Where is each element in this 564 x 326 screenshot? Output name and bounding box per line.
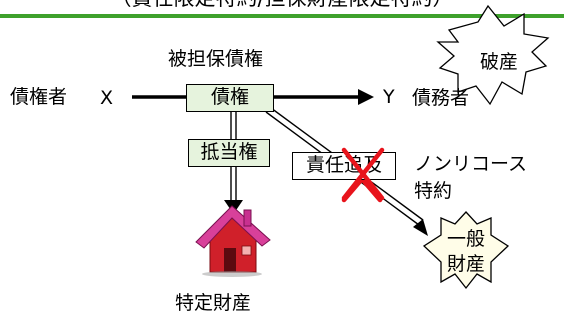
secured-claim-label: 被担保債権 (168, 48, 264, 70)
nonrecourse-label: ノンリコース 特約 (414, 153, 528, 202)
creditor-x-label: X (100, 87, 114, 109)
specific-property-label: 特定財産 (175, 292, 252, 314)
bankruptcy-label: 破産 (479, 51, 518, 73)
page-title: （責任限定特約/担保財産限定特約） (0, 0, 564, 10)
general-property-star-shape (422, 211, 510, 290)
house-icon (195, 205, 271, 277)
bankruptcy-burst-shape (436, 4, 550, 106)
header-bar (0, 14, 564, 18)
creditor-label: 債権者 (10, 86, 68, 108)
mortgage-box: 抵当権 (188, 139, 270, 167)
general-property-label: 一般 財産 (446, 228, 485, 275)
recourse-box: 責任追及 (292, 152, 396, 180)
claim-box: 債権 (186, 84, 274, 112)
debtor-label: 債務者 (412, 87, 470, 109)
debtor-y-label: Y (383, 86, 395, 108)
claim-arrowhead (358, 89, 374, 105)
